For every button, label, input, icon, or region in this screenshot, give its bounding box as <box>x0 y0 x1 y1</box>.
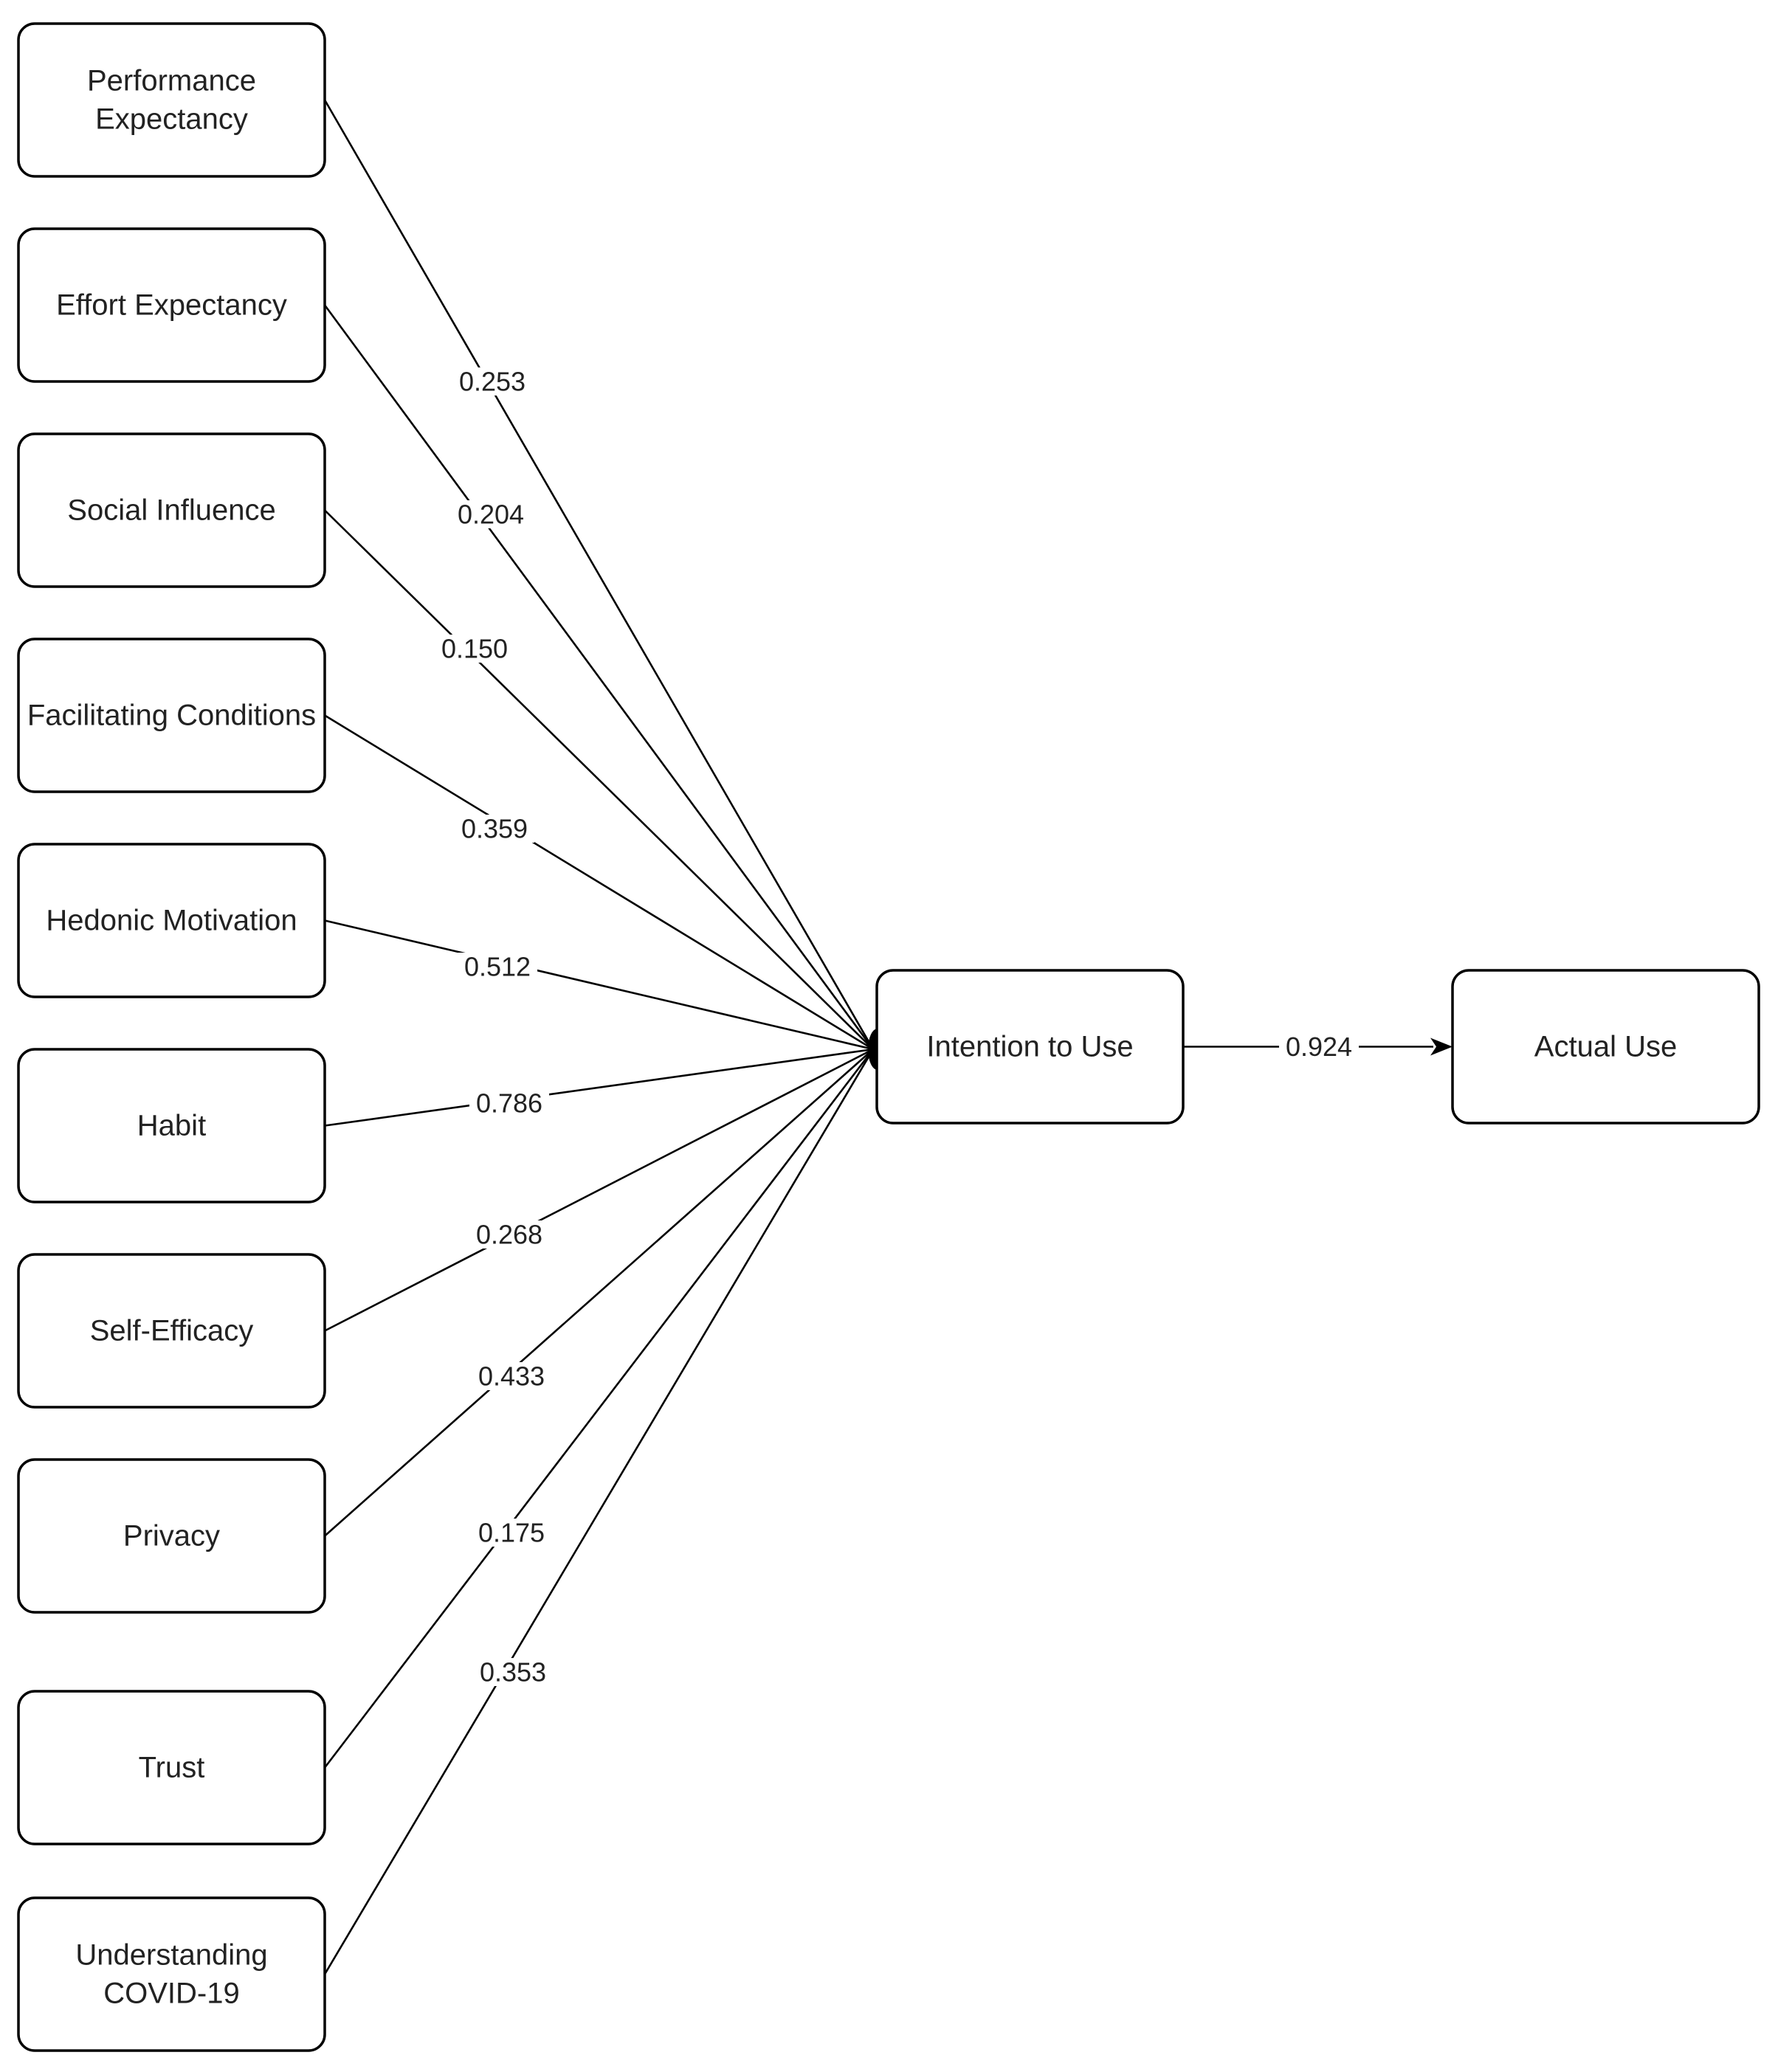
coefficient-intention-to-actual-use: 0.924 <box>1279 1032 1359 1062</box>
node-effort-expectancy-box <box>17 227 326 383</box>
node-actual-use-label: Actual Use <box>1534 1031 1677 1063</box>
node-social-influence: Social Influence <box>17 432 326 588</box>
coefficient-understanding-covid-19-text: 0.353 <box>480 1657 546 1688</box>
coefficient-effort-expectancy-text: 0.204 <box>458 500 524 530</box>
node-privacy: Privacy <box>17 1458 326 1614</box>
coefficient-privacy-text: 0.433 <box>478 1361 545 1392</box>
node-hedonic-motivation-label: Hedonic Motivation <box>46 905 297 937</box>
coefficient-facilitating-conditions-text: 0.359 <box>461 814 528 844</box>
node-habit-label: Habit <box>137 1110 206 1142</box>
node-hedonic-motivation-box <box>17 843 326 998</box>
coefficient-effort-expectancy-background <box>451 500 531 528</box>
coefficient-habit-background <box>469 1089 549 1117</box>
coefficient-understanding-covid-19: 0.353 <box>473 1657 553 1688</box>
coefficient-understanding-covid-19-background <box>473 1658 553 1686</box>
node-intention-to-use-label: Intention to Use <box>926 1031 1133 1063</box>
node-hedonic-motivation: Hedonic Motivation <box>17 843 326 998</box>
coefficient-privacy: 0.433 <box>472 1361 551 1392</box>
node-privacy-label: Privacy <box>123 1520 220 1553</box>
coefficient-self-efficacy-text: 0.268 <box>476 1220 542 1250</box>
coefficient-trust-text: 0.175 <box>478 1518 545 1548</box>
edge-understanding-covid-19 <box>323 1049 875 1975</box>
node-self-efficacy: Self-Efficacy <box>17 1253 326 1409</box>
node-facilitating-conditions-label: Facilitating Conditions <box>27 700 316 732</box>
coefficient-facilitating-conditions-background <box>455 815 534 843</box>
node-social-influence-box <box>17 432 326 588</box>
coefficient-labels-layer: 0.253 0.204 0.150 0.359 0.512 0.786 0.268 0.433… <box>435 367 1359 1688</box>
node-actual-use: Actual Use <box>1451 969 1760 1125</box>
coefficient-performance-expectancy-background <box>452 367 532 396</box>
node-self-efficacy-label: Self-Efficacy <box>90 1315 254 1347</box>
edge-trust <box>323 1049 875 1769</box>
coefficient-intention-to-actual-use-background <box>1279 1032 1359 1061</box>
edge-performance-expectancy <box>323 99 875 1050</box>
coefficient-privacy-background <box>472 1362 551 1390</box>
edge-habit <box>324 1048 874 1127</box>
node-social-influence-label: Social Influence <box>67 494 275 527</box>
node-understanding-covid-19-label: Understanding <box>75 1939 267 1972</box>
coefficient-self-efficacy-background <box>469 1220 549 1249</box>
coefficient-habit-text: 0.786 <box>476 1088 542 1119</box>
edge-privacy <box>324 1049 874 1537</box>
coefficient-hedonic-motivation-text: 0.512 <box>464 952 531 982</box>
node-self-efficacy-box <box>17 1253 326 1409</box>
coefficient-social-influence: 0.150 <box>435 634 514 664</box>
node-facilitating-conditions-box <box>17 638 326 793</box>
node-understanding-covid-19-box <box>17 1896 326 2052</box>
edge-effort-expectancy <box>323 304 875 1050</box>
node-trust: Trust <box>17 1690 326 1845</box>
edge-self-efficacy <box>324 1048 874 1332</box>
node-effort-expectancy: Effort Expectancy <box>17 227 326 383</box>
node-intention-to-use: Intention to Use <box>875 969 1185 1125</box>
node-performance-expectancy-label: Expectancy <box>95 103 248 136</box>
node-habit: Habit <box>17 1048 326 1204</box>
edge-social-influence <box>324 509 874 1050</box>
node-effort-expectancy-label: Effort Expectancy <box>56 289 287 322</box>
coefficient-hedonic-motivation: 0.512 <box>458 952 537 982</box>
coefficient-intention-to-actual-use-text: 0.924 <box>1286 1032 1352 1062</box>
coefficient-hedonic-motivation-background <box>458 953 537 981</box>
coefficient-facilitating-conditions: 0.359 <box>455 814 534 844</box>
node-privacy-box <box>17 1458 326 1614</box>
coefficient-trust-background <box>472 1519 551 1547</box>
coefficient-effort-expectancy: 0.204 <box>451 500 531 530</box>
coefficient-performance-expectancy-text: 0.253 <box>459 367 526 397</box>
coefficient-habit: 0.786 <box>469 1088 549 1119</box>
node-performance-expectancy-box <box>17 22 326 178</box>
coefficient-social-influence-background <box>435 635 514 663</box>
node-intention-to-use-box <box>875 969 1185 1125</box>
coefficient-social-influence-text: 0.150 <box>441 634 508 664</box>
coefficient-performance-expectancy: 0.253 <box>452 367 532 397</box>
node-facilitating-conditions: Facilitating Conditions <box>17 638 326 793</box>
node-understanding-covid-19-label: COVID-19 <box>103 1978 240 2010</box>
edge-facilitating-conditions <box>324 714 874 1051</box>
edges-layer <box>323 99 1453 1975</box>
coefficient-self-efficacy: 0.268 <box>469 1220 549 1250</box>
node-trust-label: Trust <box>139 1752 205 1784</box>
arrowhead-icon <box>1430 1037 1453 1056</box>
node-habit-box <box>17 1048 326 1204</box>
edge-hedonic-motivation <box>324 919 874 1051</box>
coefficient-trust: 0.175 <box>472 1518 551 1548</box>
node-trust-box <box>17 1690 326 1845</box>
node-performance-expectancy-label: Performance <box>87 65 256 97</box>
node-actual-use-box <box>1451 969 1760 1125</box>
